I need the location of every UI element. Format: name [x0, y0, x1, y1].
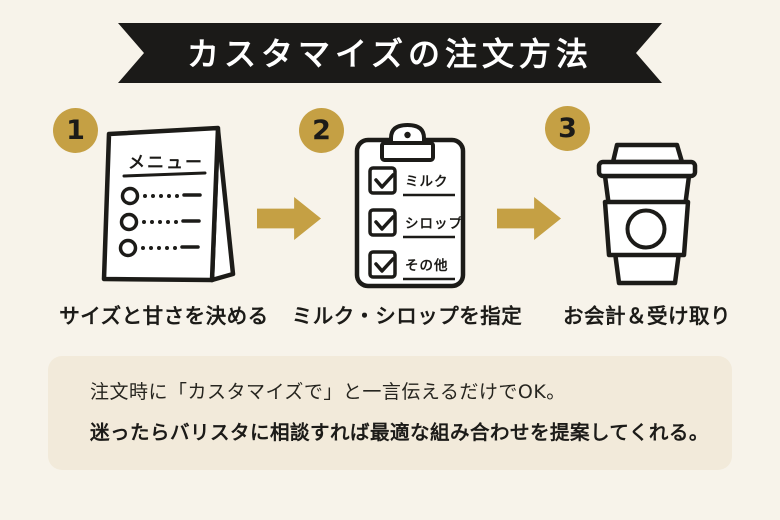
checklist-row: ミルク — [368, 166, 455, 197]
checklist-label: その他 — [405, 257, 449, 274]
step1-number: 1 — [66, 115, 85, 146]
coffee-cup-icon — [596, 142, 698, 286]
step2-number-badge: 2 — [299, 108, 344, 153]
menu-row — [119, 212, 201, 232]
cup-logo-circle — [625, 208, 667, 250]
clip-hole — [404, 131, 411, 139]
checklist-label: シロップ — [405, 216, 463, 232]
menu-row — [118, 238, 200, 258]
title-ribbon: カスタマイズの注文方法 — [118, 23, 662, 83]
note-line-2: 迷ったらバリスタに相談すれば最適な組み合わせを提案してくれる。 — [90, 421, 709, 444]
arrow-right-icon — [497, 197, 561, 240]
clipboard-checklist-icon: ミルク シロップ その他 — [354, 123, 466, 289]
step3-caption: お会計＆受け取り — [563, 304, 731, 328]
check-icon — [374, 173, 395, 189]
page-title: カスタマイズの注文方法 — [186, 35, 594, 73]
arrow-right-icon — [257, 197, 321, 240]
check-icon — [374, 215, 395, 231]
step1-number-badge: 1 — [53, 108, 98, 153]
checklist-label: ミルク — [405, 174, 449, 190]
step3-number: 3 — [558, 113, 577, 144]
menu-title-text: メニュー — [128, 153, 204, 173]
note-box: 注文時に「カスタマイズで」と一言伝えるだけでOK。 迷ったらバリスタに相談すれば… — [48, 356, 732, 470]
checklist-row: シロップ — [368, 208, 463, 239]
step2-number: 2 — [312, 115, 331, 146]
step1-caption: サイズと甘さを決める — [59, 304, 269, 328]
check-icon — [374, 257, 395, 273]
note-line-1: 注文時に「カスタマイズで」と一言伝えるだけでOK。 — [90, 381, 566, 403]
step3-number-badge: 3 — [545, 106, 590, 151]
menu-row — [120, 186, 202, 206]
step2-caption: ミルク・シロップを指定 — [291, 304, 523, 328]
checklist-row: その他 — [368, 250, 455, 281]
menu-stand-icon: メニュー — [101, 125, 236, 283]
